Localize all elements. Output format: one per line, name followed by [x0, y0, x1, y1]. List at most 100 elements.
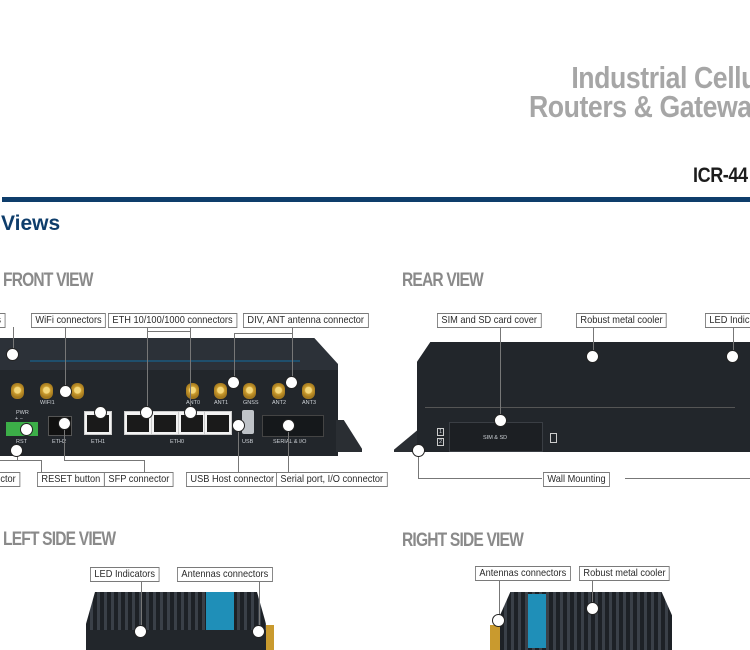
usb-label: USB: [242, 439, 254, 445]
rst-label: RST: [16, 439, 27, 445]
callout-robust-metal-cooler: Robust metal cooler: [576, 313, 667, 328]
leader-line: [41, 460, 42, 472]
callout-marker: [232, 419, 245, 432]
leader-line: [592, 580, 593, 602]
callout-led-indicators: LED Indicators: [0, 313, 6, 328]
callout-marker: [184, 406, 197, 419]
leader-line: [733, 327, 734, 351]
wifi-antenna-connector-2: [40, 383, 53, 399]
ant0-connector: [186, 383, 199, 399]
right-side-view-heading: RIGHT SIDE VIEW: [402, 530, 524, 551]
sd-card-icon: [550, 433, 557, 443]
leader-line: [499, 580, 500, 620]
leader-line: [292, 327, 293, 383]
callout-antennas-connectors: Antennas connectors: [475, 566, 571, 581]
ant2-connector: [272, 383, 285, 399]
callout-marker: [140, 406, 153, 419]
pwr-label: PWR: [16, 410, 29, 416]
eth0-port-3: [178, 411, 206, 435]
ant1-connector: [214, 383, 227, 399]
callout-marker: [227, 376, 240, 389]
leader-line: [13, 327, 14, 355]
ant0-label: ANT0: [186, 400, 201, 406]
sim-sd-cover-label: SIM & SD: [483, 435, 508, 441]
sim-slot-2-icon: 2: [437, 438, 445, 446]
callout-marker: [94, 406, 107, 419]
leader-line: [418, 478, 542, 479]
callout-marker: [412, 444, 425, 457]
callout-serial-io-connector: Serial port, I/O connector: [276, 472, 388, 487]
left-side-device-image: [86, 592, 266, 650]
wifi-port-label: WIFI1: [40, 400, 55, 406]
title-line-1: Industrial Cellular: [570, 60, 750, 95]
leader-line: [17, 460, 41, 461]
callout-marker: [6, 348, 19, 361]
serial-io-label: SERIAL & I/O: [273, 439, 307, 445]
leader-line: [64, 430, 65, 460]
leader-line: [234, 333, 235, 383]
callout-robust-metal-cooler: Robust metal cooler: [579, 566, 670, 581]
wifi-antenna-connector-1: [11, 383, 24, 399]
leader-line: [418, 450, 419, 478]
leader-line: [141, 580, 142, 625]
front-wall-bracket: [336, 420, 362, 452]
callout-usb-host-connector: USB Host connector: [186, 472, 279, 487]
title-line-2: Routers & Gateways: [528, 89, 750, 124]
leader-line: [625, 478, 750, 479]
callout-marker: [58, 417, 71, 430]
left-led-panel: [86, 630, 266, 650]
callout-power-connector: Power connector: [0, 472, 21, 487]
leader-line: [500, 327, 501, 415]
callout-marker: [285, 376, 298, 389]
eth0-port-4: [204, 411, 232, 435]
callout-wall-mounting: Wall Mounting: [543, 472, 611, 487]
leader-line: [190, 327, 191, 412]
callout-marker: [726, 350, 739, 363]
callout-marker: [20, 423, 33, 436]
left-blue-display: [206, 592, 234, 632]
eth2-label: ETH2: [52, 439, 67, 445]
callout-marker: [252, 625, 265, 638]
leader-line: [0, 460, 17, 461]
right-antenna-glimpse: [490, 625, 500, 650]
rear-device-image: [417, 342, 750, 452]
callout-marker: [10, 444, 23, 457]
left-antenna-glimpse: [266, 625, 274, 650]
right-blue-display: [528, 594, 546, 648]
usb-port: [242, 410, 254, 434]
callout-marker: [494, 414, 507, 427]
ant3-connector: [302, 383, 315, 399]
left-side-view-heading: LEFT SIDE VIEW: [3, 529, 116, 550]
callout-marker: [492, 614, 505, 627]
leader-line: [234, 333, 292, 334]
model-name: ICR-44: [693, 164, 748, 187]
ant2-label: ANT2: [272, 400, 287, 406]
right-side-device-image: [500, 592, 672, 650]
rear-edge-line: [425, 407, 735, 408]
gnss-label: GNSS: [243, 400, 259, 406]
callout-marker: [586, 602, 599, 615]
ant3-label: ANT3: [302, 400, 317, 406]
wifi-antenna-connector-3: [71, 383, 84, 399]
callout-antennas-connectors: Antennas connectors: [177, 567, 273, 582]
leader-line: [238, 432, 239, 472]
sim-slot-1-icon: 1: [437, 428, 445, 436]
leader-line: [64, 460, 144, 461]
leader-line: [147, 327, 148, 412]
callout-marker: [282, 419, 295, 432]
leader-line: [288, 432, 289, 472]
leader-line: [144, 460, 145, 472]
section-title: Views: [1, 212, 61, 235]
callout-led-indicators: LED Indicators: [90, 567, 160, 582]
front-view-heading: FRONT VIEW: [3, 270, 93, 291]
callout-led-indicators: LED Indicators: [705, 313, 750, 328]
callout-marker: [586, 350, 599, 363]
callout-reset-button: RESET button: [37, 472, 105, 487]
eth1-label: ETH1: [91, 439, 106, 445]
leader-line: [65, 327, 66, 391]
front-blue-strip: [30, 360, 300, 362]
callout-sfp-connector: SFP connector: [104, 472, 174, 487]
callout-marker: [59, 385, 72, 398]
rear-view-heading: REAR VIEW: [402, 270, 484, 291]
callout-wifi-connectors: WiFi connectors: [31, 313, 107, 328]
